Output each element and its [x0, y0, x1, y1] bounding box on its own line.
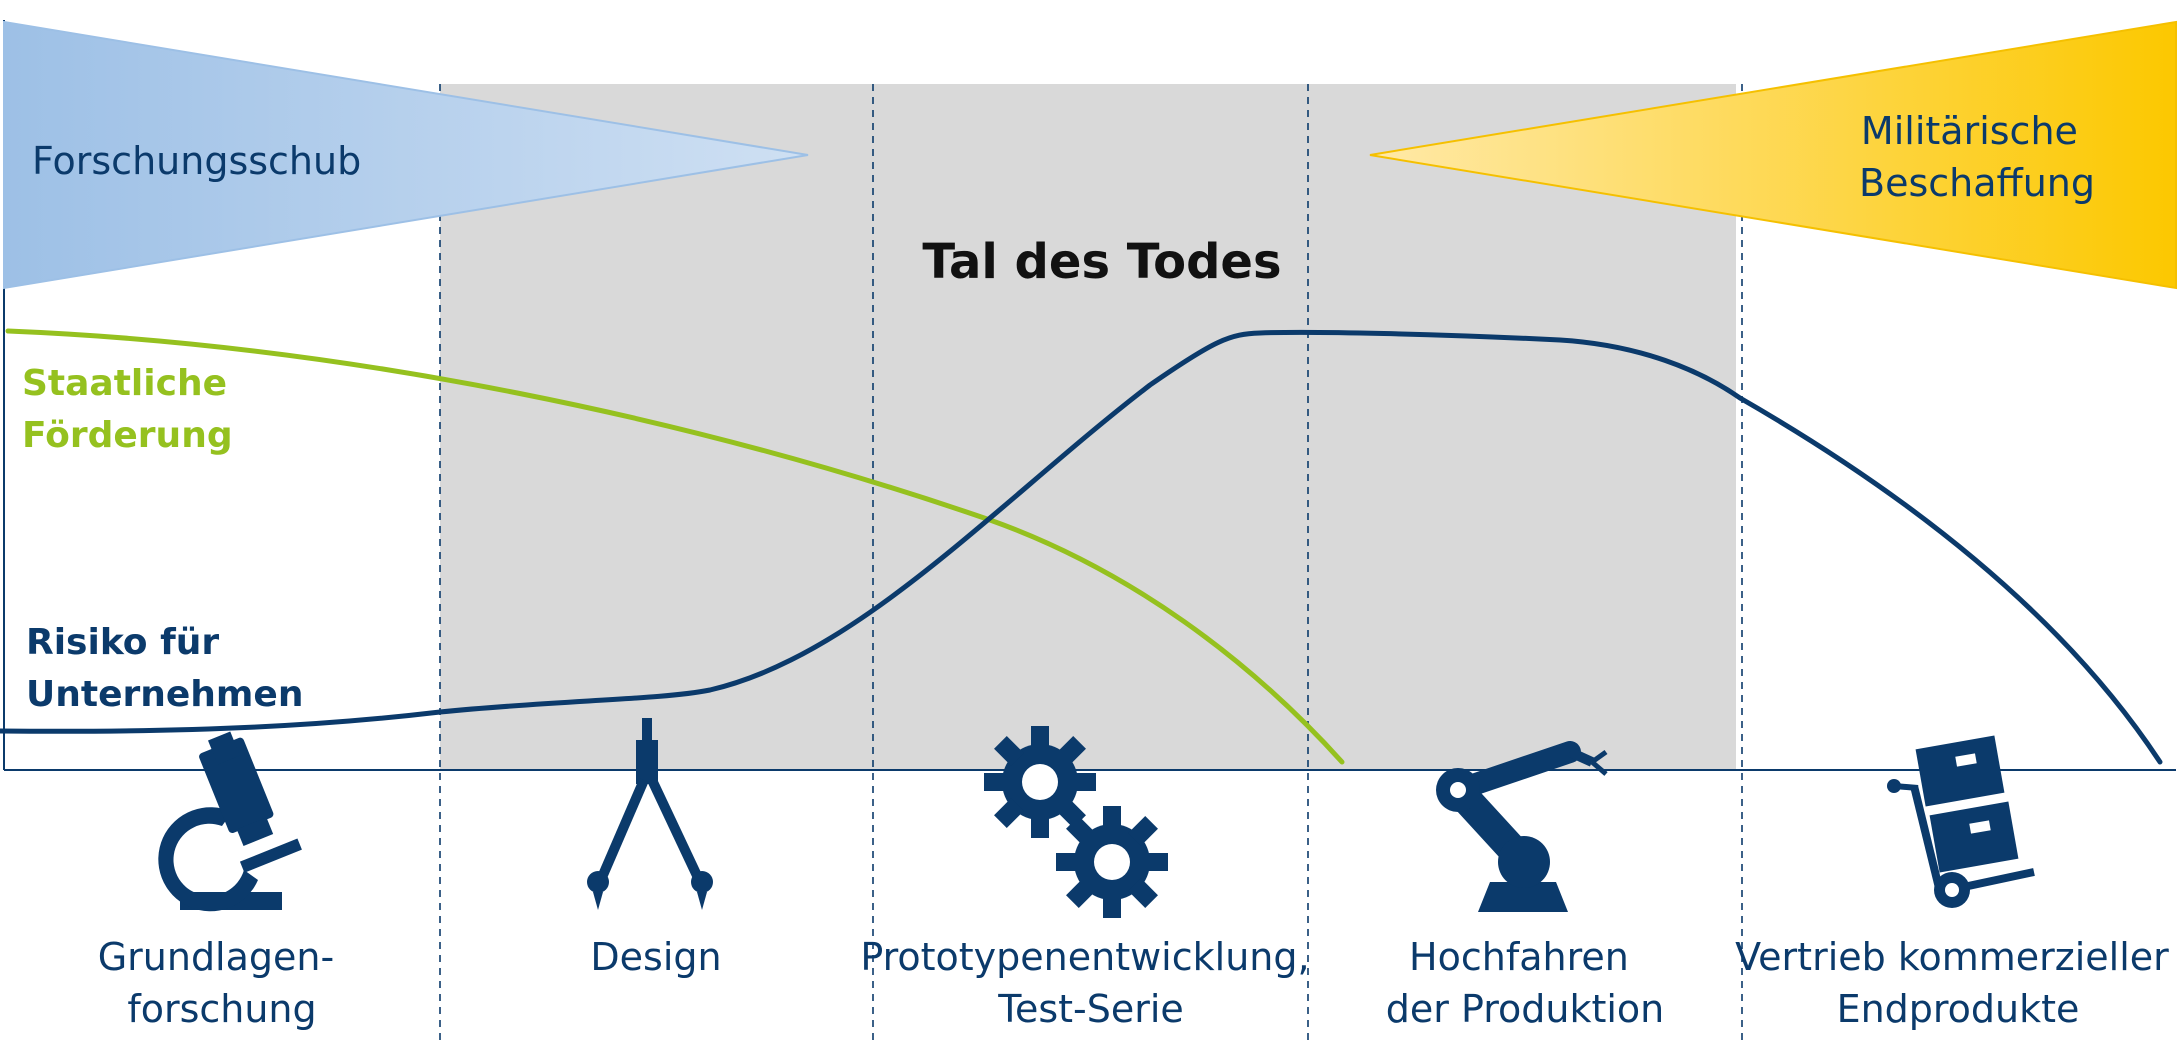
phase-label-prototyping-line-2: Test-Serie [997, 987, 1184, 1031]
business-risk-curve [0, 329, 2163, 765]
business-risk-line-2: Unternehmen [26, 674, 303, 715]
phase-label-basic-research: Grundlagen- forschung [98, 935, 347, 1031]
phase-label-design: Design [590, 935, 721, 979]
phase-label-basic-research-line-1: Grundlagen- [98, 935, 335, 979]
phase-label-basic-research-line-2: forschung [127, 987, 316, 1031]
phase-label-commercial-sales: Vertrieb kommerzieller Endprodukte [1735, 935, 2180, 1031]
state-funding-line-2: Förderung [22, 415, 233, 456]
research-push-wedge [3, 20, 809, 290]
military-procurement-label: Militärische Beschaffung [1859, 109, 2095, 205]
valley-title: Tal des Todes [922, 234, 1281, 290]
business-risk-label: Risiko für Unternehmen [26, 622, 303, 715]
gears-icon [984, 726, 1168, 918]
phase-label-commercial-sales-line-2: Endprodukte [1837, 987, 2080, 1031]
military-procurement-line-2: Beschaffung [1859, 161, 2095, 205]
robot-arm-icon [1436, 741, 1608, 912]
valley-band [440, 84, 1736, 770]
phase-label-production-ramp-up-line-1: Hochfahren [1409, 935, 1629, 979]
state-funding-label: Staatliche Förderung [22, 363, 240, 456]
phase-label-production-ramp-up-line-2: der Produktion [1386, 987, 1665, 1031]
phase-label-commercial-sales-line-1: Vertrieb kommerzieller [1735, 935, 2169, 979]
compass-icon [587, 718, 713, 910]
research-push-label: Forschungsschub [32, 139, 361, 183]
phase-labels: Grundlagen- forschung Design Prototypene… [98, 935, 2180, 1031]
state-funding-line-1: Staatliche [22, 363, 227, 404]
microscope-icon [158, 731, 302, 912]
phase-label-design-line-1: Design [590, 935, 721, 979]
phase-label-production-ramp-up: Hochfahren der Produktion [1386, 935, 1665, 1031]
military-procurement-wedge [1369, 20, 2177, 290]
business-risk-line-1: Risiko für [26, 622, 219, 663]
phase-label-prototyping: Prototypenentwicklung, Test-Serie [860, 935, 1321, 1031]
phase-label-prototyping-line-1: Prototypenentwicklung, [860, 935, 1309, 979]
military-procurement-line-1: Militärische [1861, 109, 2078, 153]
state-funding-curve [5, 328, 1345, 765]
phase-separators [439, 84, 1743, 1042]
hand-truck-icon [1887, 735, 2035, 908]
